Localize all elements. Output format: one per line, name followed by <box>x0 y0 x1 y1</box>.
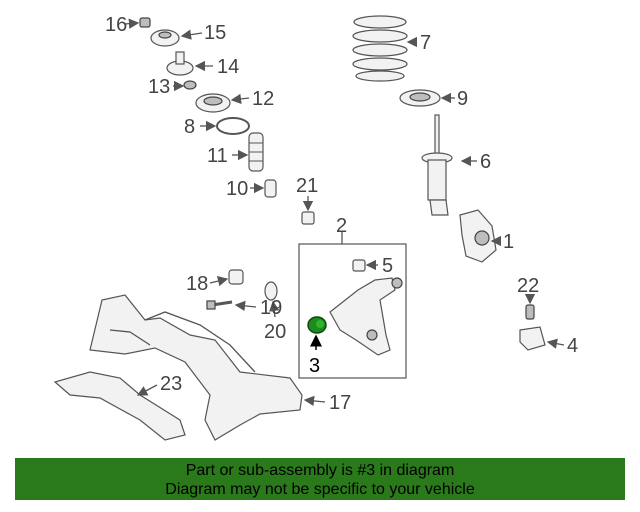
part-15-mount-cap <box>150 29 180 47</box>
callout-3: 3 <box>309 355 320 377</box>
info-banner: Part or sub-assembly is #3 in diagram Di… <box>15 458 625 500</box>
callout-1: 1 <box>503 231 514 253</box>
part-2-control-arm-box <box>298 243 407 379</box>
callout-11: 11 <box>207 145 228 167</box>
callout-5: 5 <box>382 255 393 277</box>
callout-16: 16 <box>105 14 127 36</box>
part-20-bushing <box>264 281 278 301</box>
part-23-brace <box>53 371 186 441</box>
part-19-bolt <box>206 300 233 310</box>
part-21-bushing <box>301 211 315 225</box>
callout-22: 22 <box>517 275 539 297</box>
part-12-bearing <box>195 93 231 113</box>
part-14-strut-mount <box>166 51 194 76</box>
callout-12: 12 <box>252 88 274 110</box>
part-7-coil-spring <box>352 15 408 82</box>
callout-10: 10 <box>226 178 248 200</box>
part-8-insulator <box>216 117 250 135</box>
part-10-bump-stop <box>264 179 277 198</box>
callout-8: 8 <box>184 116 195 138</box>
callout-4: 4 <box>567 335 578 357</box>
callout-2: 2 <box>336 215 347 237</box>
callout-20: 20 <box>264 321 286 343</box>
callout-19: 19 <box>260 297 282 319</box>
part-3-highlighted-bushing <box>307 316 327 334</box>
part-11-dust-boot <box>248 132 264 172</box>
callout-7: 7 <box>420 32 431 54</box>
callout-23: 23 <box>160 373 182 395</box>
part-13-nut <box>183 80 197 90</box>
banner-line-2: Diagram may not be specific to your vehi… <box>165 481 475 498</box>
part-9-spring-seat <box>399 89 441 107</box>
leader-lines <box>123 18 565 407</box>
callout-15: 15 <box>204 22 226 44</box>
callout-13: 13 <box>148 76 170 98</box>
callout-6: 6 <box>480 151 491 173</box>
callout-14: 14 <box>217 56 239 78</box>
part-1-steering-knuckle <box>459 209 497 263</box>
part-18-bushing <box>228 269 244 285</box>
part-6-strut <box>421 114 453 216</box>
part-4-bracket <box>519 326 546 351</box>
part-17-crossmember <box>89 294 303 441</box>
part-22-bolt <box>525 304 535 320</box>
callout-21: 21 <box>296 175 318 197</box>
callout-9: 9 <box>457 88 468 110</box>
banner-line-1: Part or sub-assembly is #3 in diagram <box>185 462 455 479</box>
parts-diagram: 16 15 14 13 12 8 11 10 7 9 6 1 21 2 5 3 … <box>53 14 578 441</box>
callout-17: 17 <box>329 392 351 414</box>
part-16-nut <box>139 17 151 28</box>
callout-18: 18 <box>186 273 208 295</box>
